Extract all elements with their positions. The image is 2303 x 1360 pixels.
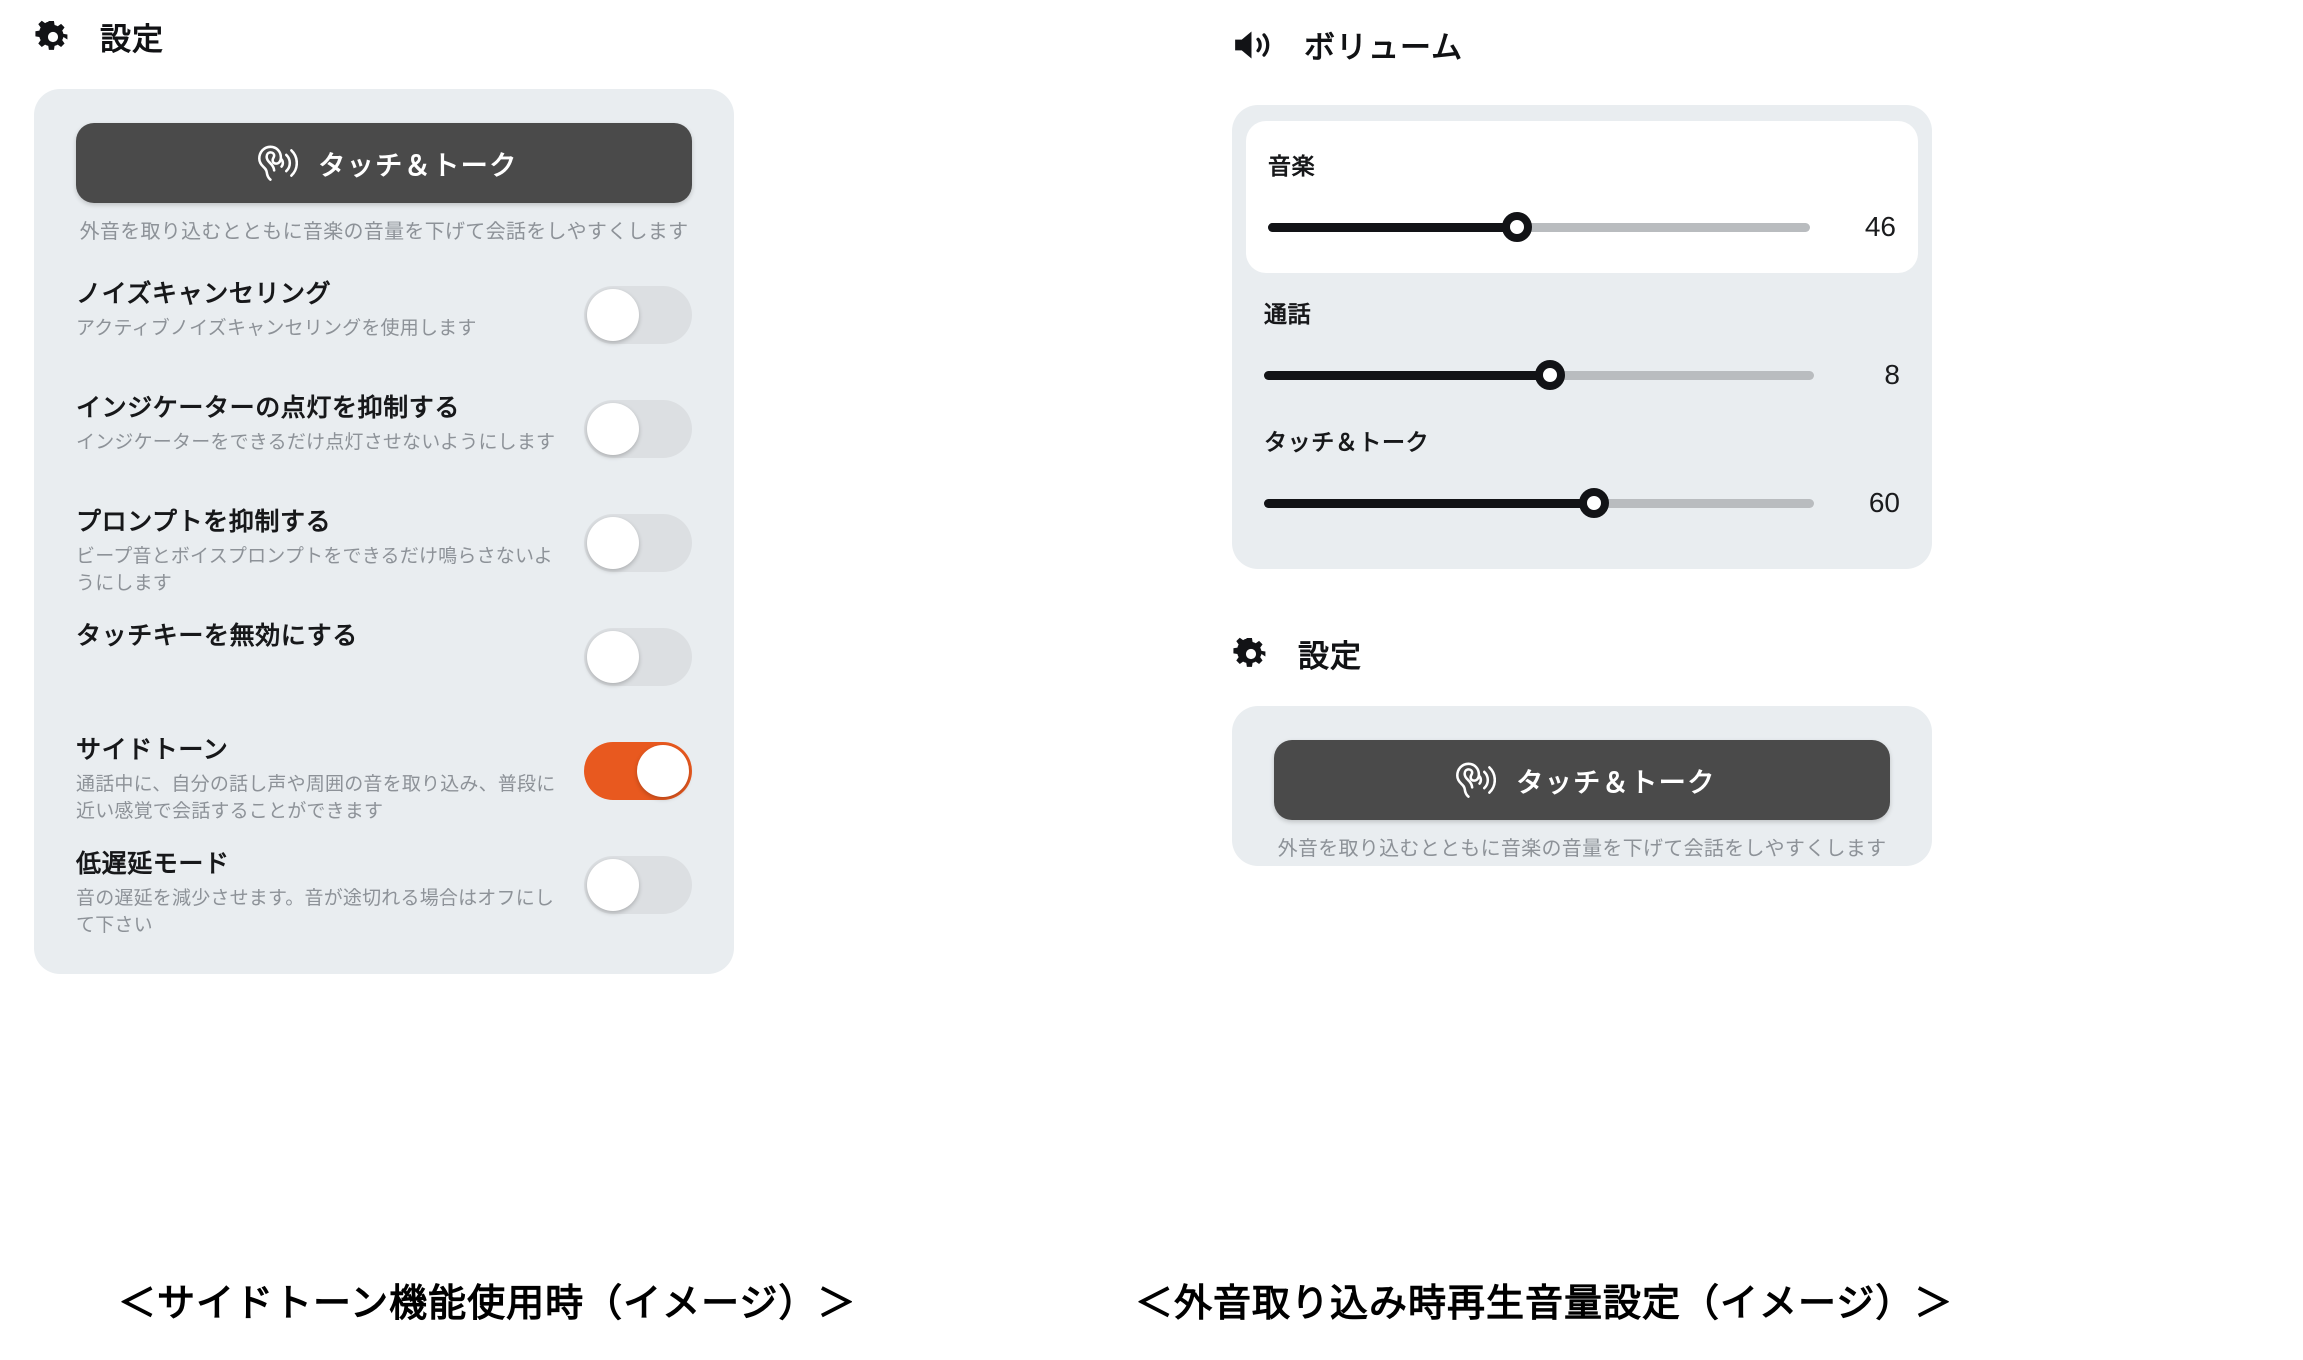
toggle-knob [637,745,689,797]
toggle-wrapper [584,620,692,694]
slider-thumb-touch-talk[interactable] [1579,488,1609,518]
gear-icon [1232,635,1270,673]
volume-title: ボリューム [1304,30,1464,65]
toggle-wrapper [584,734,692,808]
gear-icon [34,18,72,56]
slider-label-call: 通話 [1264,301,1312,327]
right-settings-header: 設定 [1232,631,1952,676]
setting-row-prompt-suppress[interactable]: プロンプトを抑制する ビープ音とボイスプロンプトをできるだけ鳴らさないようにしま… [34,506,734,598]
slider-value-touch-talk: 60 [1868,487,1900,518]
slider-fill [1264,370,1550,380]
toggle-wrapper [584,506,692,580]
speaker-volume-icon [1232,26,1276,64]
setting-title: ノイズキャンセリング [76,280,332,308]
toggle-wrapper [584,278,692,352]
slider-label-touch-talk: タッチ＆トーク [1264,429,1430,455]
touch-and-talk-button[interactable]: タッチ＆トーク [76,123,692,203]
setting-description: 音の遅延を減少させます。音が途切れる場合はオフにして下さい [76,888,555,936]
slider-row-music[interactable]: 音楽 46 [1246,121,1918,273]
right-settings-section: 設定 タッチ＆トーク 外音を取り込 [1232,631,1952,866]
volume-header: ボリューム [1232,22,1952,67]
slider-thumb-music[interactable] [1502,212,1533,242]
toggle-knob [587,517,639,569]
slider-row-touch-talk[interactable]: タッチ＆トーク 60 [1232,401,1932,529]
setting-row-low-latency[interactable]: 低遅延モード 音の遅延を減少させます。音が途切れる場合はオフにして下さい [34,848,734,940]
ear-listen-icon [1448,760,1497,800]
caption-right: ＜外音取り込み時再生音量設定（イメージ）＞ [1135,1283,1954,1325]
left-settings-title: 設定 [100,22,164,57]
touch-and-talk-label: タッチ＆トーク [318,150,518,181]
setting-description: 通話中に、自分の話し声や周囲の音を取り込み、普段に近い感覚で会話することができま… [76,774,556,822]
right-settings-panel: タッチ＆トーク 外音を取り込むとともに音楽の音量を下げて会話をしやすくします [1232,706,1932,866]
row-text: プロンプトを抑制する ビープ音とボイスプロンプトをできるだけ鳴らさないようにしま… [76,506,584,598]
setting-title: 低遅延モード [76,850,230,878]
toggle-knob [587,289,639,341]
setting-row-indicator-suppress[interactable]: インジケーターの点灯を抑制する インジケーターをできるだけ点灯させないようにしま… [34,392,734,484]
row-text: サイドトーン 通話中に、自分の話し声や周囲の音を取り込み、普段に近い感覚で会話す… [76,734,584,826]
toggle-indicator-suppress[interactable] [584,400,692,458]
row-text: タッチキーを無効にする [76,620,584,652]
settings-panel: タッチ＆トーク 外音を取り込むとともに音楽の音量を下げて会話をしやすくします ノ… [34,89,734,974]
slider-track-call[interactable] [1264,360,1814,390]
slider-label-music: 音楽 [1268,153,1316,179]
toggle-sidetone[interactable] [584,742,692,800]
row-text: インジケーターの点灯を抑制する インジケーターをできるだけ点灯させないようにしま… [76,392,584,457]
slider-row-call[interactable]: 通話 8 [1232,273,1932,401]
setting-description: アクティブノイズキャンセリングを使用します [76,318,477,339]
sidetone-settings-column: 設定 タッチ＆トーク 外音を取り込むとともに音楽の音量を下げて会話をしやすくしま… [34,14,754,974]
touch-and-talk-label: タッチ＆トーク [1516,767,1716,798]
touch-and-talk-button[interactable]: タッチ＆トーク [1274,740,1890,820]
toggle-knob [587,403,639,455]
slider-track-music[interactable] [1268,212,1810,242]
toggle-noise-cancelling[interactable] [584,286,692,344]
setting-description: インジケーターをできるだけ点灯させないようにします [76,432,556,453]
slider-line: 8 [1264,359,1900,391]
slider-line: 60 [1264,487,1900,519]
slider-thumb-call[interactable] [1535,360,1565,390]
slider-value-music: 46 [1864,211,1896,242]
setting-title: インジケーターの点灯を抑制する [76,394,461,422]
toggle-low-latency[interactable] [584,856,692,914]
toggle-wrapper [584,848,692,922]
touch-and-talk-description: 外音を取り込むとともに音楽の音量を下げて会話をしやすくします [79,221,689,243]
slider-line: 46 [1268,211,1896,243]
setting-row-noise-cancelling[interactable]: ノイズキャンセリング アクティブノイズキャンセリングを使用します [34,278,734,370]
touch-talk-block: タッチ＆トーク 外音を取り込むとともに音楽の音量を下げて会話をしやすくします [1232,740,1932,865]
slider-fill [1268,222,1518,232]
left-settings-header: 設定 [34,14,754,59]
setting-title: サイドトーン [76,736,229,764]
slider-fill [1264,498,1594,508]
ear-listen-icon [250,143,299,183]
setting-title: タッチキーを無効にする [76,622,358,650]
setting-row-sidetone[interactable]: サイドトーン 通話中に、自分の話し声や周囲の音を取り込み、普段に近い感覚で会話す… [34,734,734,826]
slider-value-call: 8 [1884,359,1900,390]
row-text: 低遅延モード 音の遅延を減少させます。音が途切れる場合はオフにして下さい [76,848,584,940]
toggle-knob [587,631,639,683]
toggle-wrapper [584,392,692,466]
caption-left: ＜サイドトーン機能使用時（イメージ）＞ [118,1283,857,1325]
touch-and-talk-description: 外音を取り込むとともに音楽の音量を下げて会話をしやすくします [1277,838,1887,860]
volume-settings-column: ボリューム 音楽 46 通話 8 タッチ＆トー [1232,22,1952,866]
setting-title: プロンプトを抑制する [76,508,332,536]
setting-row-disable-touch-key[interactable]: タッチキーを無効にする [34,620,734,712]
setting-description: ビープ音とボイスプロンプトをできるだけ鳴らさないようにします [76,546,553,594]
slider-track-touch-talk[interactable] [1264,488,1814,518]
volume-panel: 音楽 46 通話 8 タッチ＆トーク [1232,105,1932,569]
settings-list: ノイズキャンセリング アクティブノイズキャンセリングを使用します インジケーター… [34,278,734,940]
right-settings-title: 設定 [1298,639,1362,674]
toggle-knob [587,859,639,911]
toggle-prompt-suppress[interactable] [584,514,692,572]
toggle-disable-touch-key[interactable] [584,628,692,686]
touch-talk-block: タッチ＆トーク 外音を取り込むとともに音楽の音量を下げて会話をしやすくします [34,123,734,248]
row-text: ノイズキャンセリング アクティブノイズキャンセリングを使用します [76,278,584,343]
